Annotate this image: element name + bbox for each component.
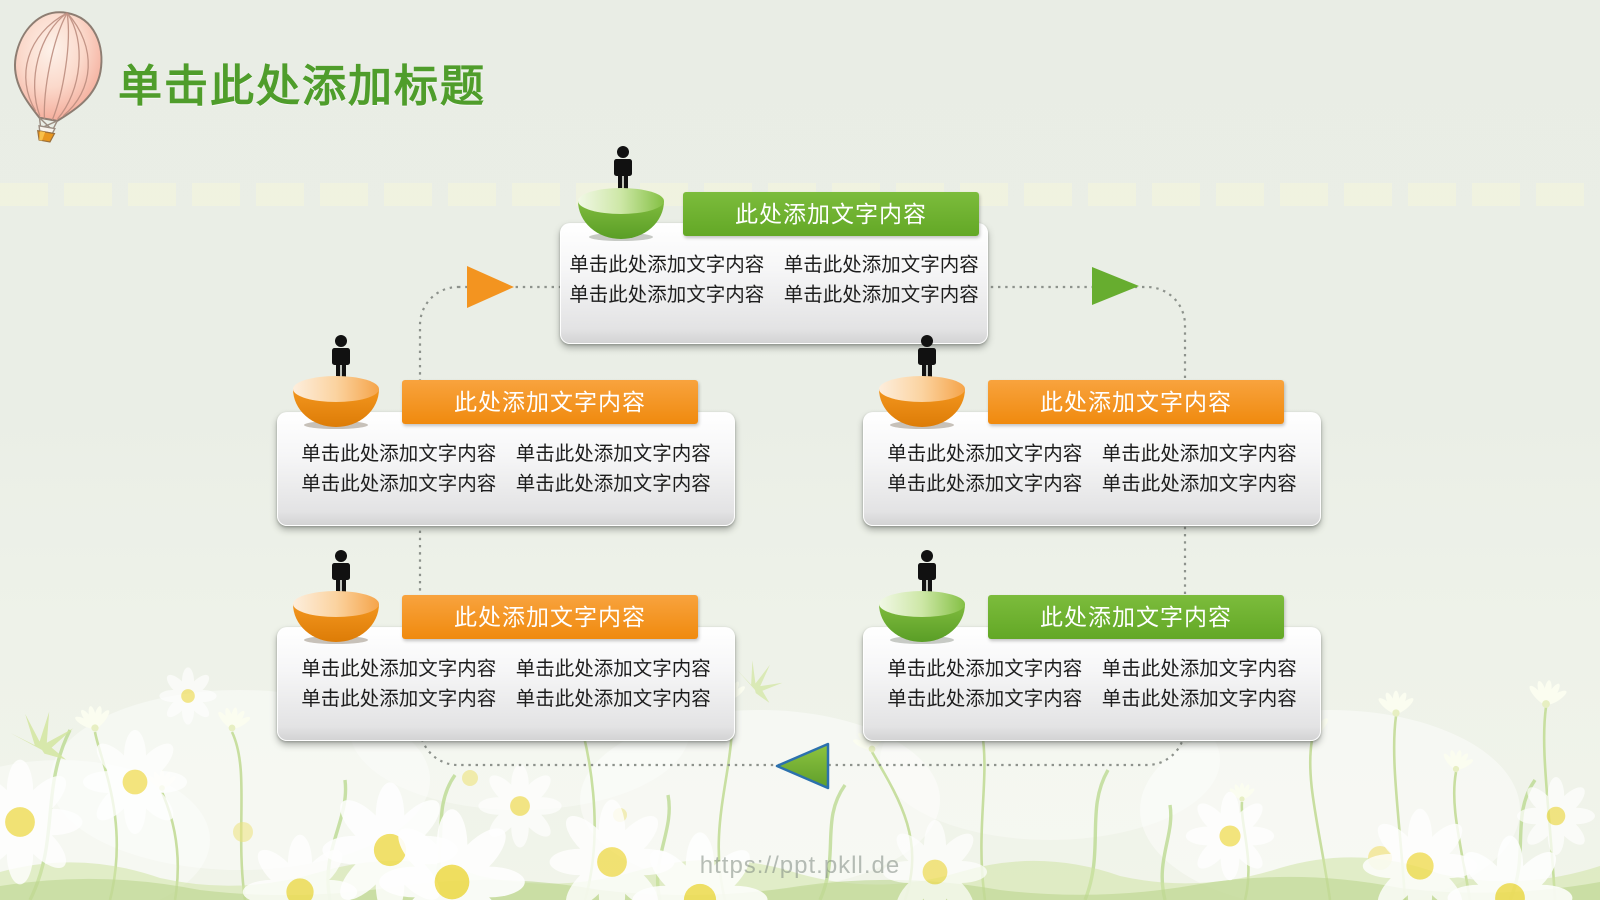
hemisphere-base-icon (879, 376, 965, 429)
node-bottom-right: 单击此处添加文字内容 单击此处添加文字内容 单击此处添加文字内容 单击此处添加文… (851, 550, 1331, 750)
hemisphere-base-icon (293, 376, 379, 429)
right-arrow-green-icon (1092, 267, 1139, 305)
person-icon (614, 146, 632, 199)
hot-air-balloon-icon (13, 11, 103, 143)
node-card[interactable]: 单击此处添加文字内容 单击此处添加文字内容 单击此处添加文字内容 单击此处添加文… (560, 223, 988, 344)
body-text-line: 单击此处添加文字内容 单击此处添加文字内容 (301, 443, 711, 465)
node-header[interactable]: 此处添加文字内容 (988, 380, 1284, 424)
node-card[interactable]: 单击此处添加文字内容 单击此处添加文字内容 单击此处添加文字内容 单击此处添加文… (863, 627, 1321, 741)
body-text-line: 单击此处添加文字内容 单击此处添加文字内容 (301, 658, 711, 680)
body-text-line: 单击此处添加文字内容 单击此处添加文字内容 (301, 688, 711, 710)
body-text-line: 单击此处添加文字内容 单击此处添加文字内容 (887, 473, 1297, 495)
node-header[interactable]: 此处添加文字内容 (402, 380, 698, 424)
node-card[interactable]: 单击此处添加文字内容 单击此处添加文字内容 单击此处添加文字内容 单击此处添加文… (277, 412, 735, 526)
flower-meadow-illustration (0, 647, 1600, 900)
body-text-line: 单击此处添加文字内容 单击此处添加文字内容 (887, 443, 1297, 465)
hemisphere-base-icon (293, 591, 379, 644)
node-header[interactable]: 此处添加文字内容 (683, 192, 979, 236)
node-header[interactable]: 此处添加文字内容 (402, 595, 698, 639)
node-top: 单击此处添加文字内容 单击此处添加文字内容 单击此处添加文字内容 单击此处添加文… (548, 145, 1028, 345)
node-middle-left: 单击此处添加文字内容 单击此处添加文字内容 单击此处添加文字内容 单击此处添加文… (265, 335, 745, 535)
watermark-text: https://ppt.pkll.de (699, 852, 901, 879)
body-text-line: 单击此处添加文字内容 单击此处添加文字内容 (887, 688, 1297, 710)
node-bottom-left: 单击此处添加文字内容 单击此处添加文字内容 单击此处添加文字内容 单击此处添加文… (265, 550, 745, 750)
node-card[interactable]: 单击此处添加文字内容 单击此处添加文字内容 单击此处添加文字内容 单击此处添加文… (863, 412, 1321, 526)
body-text-line: 单击此处添加文字内容 单击此处添加文字内容 (887, 658, 1297, 680)
node-header[interactable]: 此处添加文字内容 (988, 595, 1284, 639)
hemisphere-base-icon (578, 188, 664, 241)
slide-title-placeholder[interactable]: 单击此处添加标题 (118, 62, 486, 111)
node-middle-right: 单击此处添加文字内容 单击此处添加文字内容 单击此处添加文字内容 单击此处添加文… (851, 335, 1331, 535)
left-arrow-green-icon (775, 742, 830, 790)
node-card[interactable]: 单击此处添加文字内容 单击此处添加文字内容 单击此处添加文字内容 单击此处添加文… (277, 627, 735, 741)
body-text-line: 单击此处添加文字内容 单击此处添加文字内容 (301, 473, 711, 495)
body-text-line: 单击此处添加文字内容 单击此处添加文字内容 (569, 284, 979, 306)
hemisphere-base-icon (879, 591, 965, 644)
right-arrow-orange-icon (467, 266, 514, 308)
body-text-line: 单击此处添加文字内容 单击此处添加文字内容 (569, 254, 979, 276)
